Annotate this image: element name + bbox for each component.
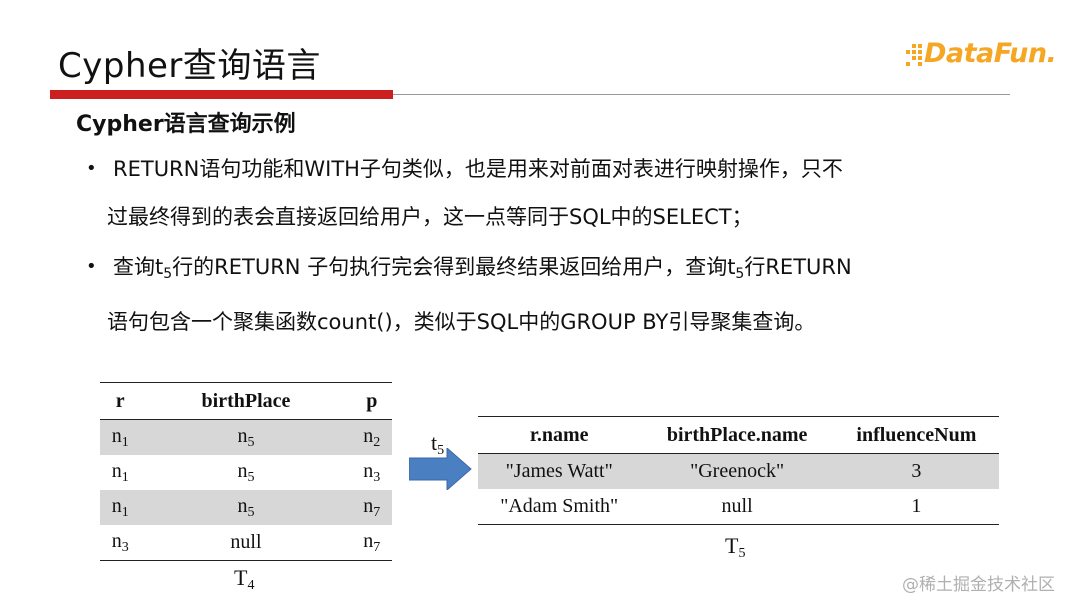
column-header: influenceNum [833, 416, 999, 454]
table-cell: n7 [351, 525, 392, 561]
cell-base: n [111, 459, 122, 482]
cell-subscript: 1 [121, 504, 129, 520]
table-cell: n5 [140, 455, 351, 490]
logo-text: DataFun. [924, 38, 1057, 69]
cell-subscript: 5 [247, 504, 255, 520]
cell-base: n [363, 424, 374, 447]
datafun-logo: DataFun. [904, 36, 1057, 76]
cell-base: n [237, 459, 248, 482]
cell-subscript: 7 [373, 539, 381, 555]
table-cell: "James Watt" [478, 453, 641, 489]
table-cell: n1 [100, 419, 141, 455]
logo-dots-icon [906, 44, 922, 66]
cell-base: n [237, 494, 248, 517]
slide-title: Cypher查询语言 [58, 46, 321, 86]
column-header: birthPlace [140, 382, 352, 420]
cell-base: n [111, 494, 122, 517]
caption-base: T [234, 565, 248, 590]
caption-subscript: 4 [247, 578, 255, 593]
bullet-query: • 查询t5行的RETURN 子句执行完会得到最终结果返回给用户，查询t5行RE… [86, 243, 1026, 346]
table-t4-caption: T4 [234, 565, 254, 594]
text-segment: 查询t [113, 255, 164, 279]
text-segment: 行的RETURN 子句执行完会得到最终结果返回给用户，查询t [172, 255, 736, 279]
column-header: r [100, 382, 141, 420]
cell-base: n [363, 459, 374, 482]
column-header: p [351, 382, 392, 420]
bullet-return: • RETURN语句功能和WITH子句类似，也是用来对前面对表进行映射操作，只不… [86, 145, 1026, 241]
cell-subscript: 1 [121, 434, 129, 450]
column-header: birthPlace.name [640, 416, 834, 454]
table-t5-caption: T5 [725, 533, 745, 562]
bullet-return-line1: RETURN语句功能和WITH子句类似，也是用来对前面对表进行映射操作，只不 [113, 157, 843, 181]
cell-base: n [111, 529, 122, 552]
caption-subscript: 5 [738, 546, 746, 561]
right-arrow-icon [409, 448, 472, 490]
subscript: 5 [163, 266, 173, 282]
bullet-return-line2: 过最终得到的表会直接返回给用户，这一点等同于SQL中的SELECT； [107, 205, 753, 229]
arrow-label-subscript: 5 [437, 443, 445, 458]
cell-base: null [230, 531, 262, 553]
caption-base: T [725, 533, 739, 558]
title-underline-gray [393, 94, 1010, 95]
cell-subscript: 7 [373, 504, 381, 520]
cell-base: n [363, 529, 374, 552]
table-row: "James Watt""Greenock"3 [478, 453, 999, 489]
text-segment: 行RETURN [744, 255, 852, 279]
arrow-label: t5 [431, 430, 444, 459]
bullet-query-line1: 查询t5行的RETURN 子句执行完会得到最终结果返回给用户，查询t5行RETU… [86, 243, 1026, 298]
section-subtitle: Cypher语言查询示例 [76, 112, 296, 137]
bullet-dot: • [86, 256, 97, 277]
watermark: @稀土掘金技术社区 [902, 575, 1055, 595]
table-cell: n5 [140, 490, 352, 525]
cell-subscript: 1 [121, 469, 129, 485]
table-cell: n7 [351, 490, 392, 525]
cell-base: n [111, 424, 122, 447]
cell-subscript: 3 [121, 539, 129, 555]
bullet-query-line2: 语句包含一个聚集函数count()，类似于SQL中的GROUP BY引导聚集查询… [107, 310, 816, 334]
table-cell: n5 [140, 419, 352, 455]
bullet-dot: • [86, 158, 97, 179]
table-cell: "Adam Smith" [478, 489, 641, 525]
table-cell: "Greenock" [640, 453, 834, 489]
cell-subscript: 3 [373, 469, 381, 485]
table-cell: null [140, 525, 352, 561]
table-cell: n3 [100, 525, 141, 561]
title-underline-red [50, 90, 393, 99]
cell-subscript: 5 [247, 469, 255, 485]
column-header: r.name [478, 416, 641, 454]
table-cell: n1 [100, 455, 140, 490]
table-cell: n3 [352, 455, 392, 490]
table-cell: 3 [833, 453, 999, 489]
cell-subscript: 2 [373, 434, 381, 450]
subscript: 5 [735, 266, 745, 282]
cell-base: n [237, 424, 248, 447]
table-cell: n2 [351, 419, 392, 455]
cell-base: n [363, 494, 374, 517]
arrow-label-base: t [431, 430, 438, 455]
table-cell: 1 [833, 489, 999, 525]
table-cell: null [640, 489, 834, 525]
cell-subscript: 5 [247, 434, 255, 450]
table-cell: n1 [100, 490, 141, 525]
